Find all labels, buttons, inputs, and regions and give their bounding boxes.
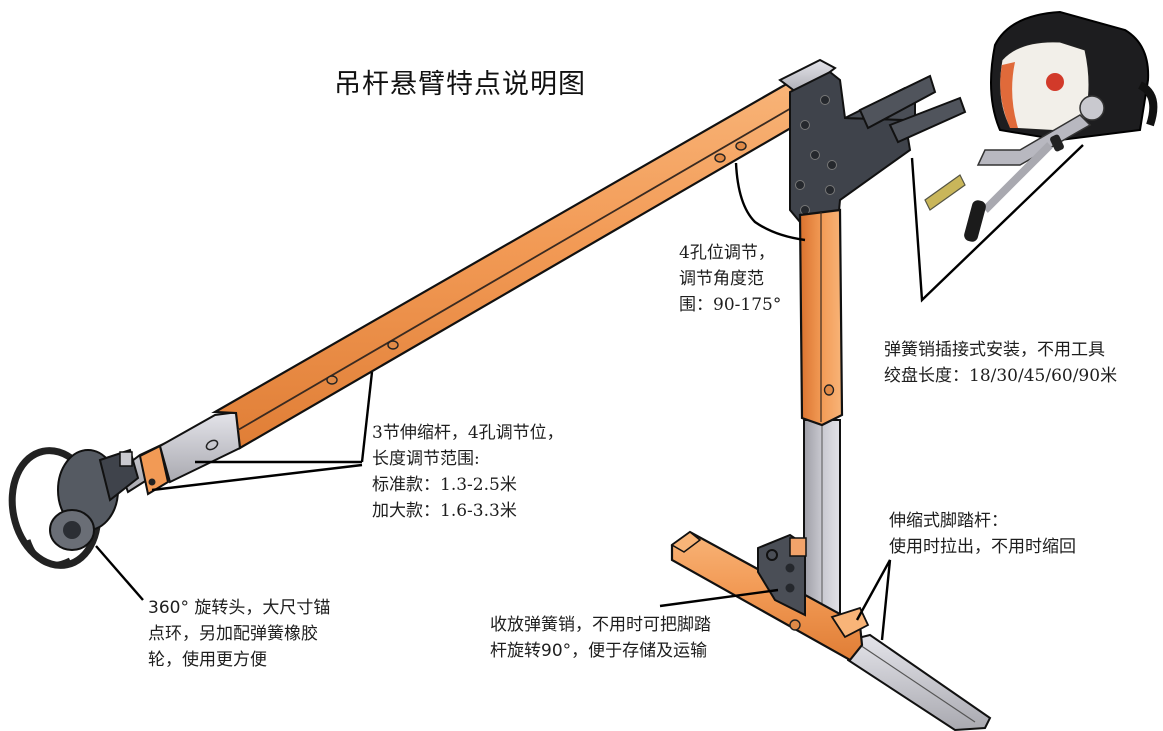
base-foot-bar <box>670 530 992 731</box>
callout-head-line <box>95 545 144 601</box>
callout-foot-line <box>855 559 892 641</box>
swivel-pulley-head <box>8 447 140 569</box>
callout-winch-line <box>910 144 1084 303</box>
annotation-line: 加大款：1.6-3.3米 <box>372 501 517 521</box>
annotation-line: 使用时拉出，不用时缩回 <box>889 537 1076 557</box>
annotation-line: 伸缩式脚踏杆： <box>889 511 1008 531</box>
annotation-line: 3节伸缩杆，4孔调节位， <box>372 423 564 443</box>
annotation-line: 弹簧销插接式安装，不用工具 <box>884 340 1105 360</box>
annotation-line: 收放弹簧销，不用时可把脚踏 <box>490 615 711 635</box>
diagram-title: 吊杆悬臂特点说明图 <box>334 69 586 100</box>
annotation-line: 调节角度范 <box>679 269 764 289</box>
annotation-line: 长度调节范围: <box>372 449 480 469</box>
annotation-swivel-head: 360° 旋转头，大尺寸锚 点环，另加配弹簧橡胶 轮，使用更方便 <box>148 595 330 673</box>
annotation-foot-bar: 伸缩式脚踏杆： 使用时拉出，不用时缩回 <box>889 508 1076 560</box>
annotation-line: 标准款：1.3-2.5米 <box>372 475 517 495</box>
annotation-line: 杆旋转90°，便于存储及运输 <box>490 641 708 661</box>
annotation-line: 4孔位调节， <box>679 243 775 263</box>
pivot-bracket <box>789 70 967 223</box>
callout-boom-line-3 <box>151 463 363 492</box>
annotation-telescopic-boom: 3节伸缩杆，4孔调节位， 长度调节范围: 标准款：1.3-2.5米 加大款：1.… <box>372 420 564 524</box>
annotation-winch-mount: 弹簧销插接式安装，不用工具 绞盘长度：18/30/45/60/90米 <box>884 337 1117 389</box>
annotation-line: 360° 旋转头，大尺寸锚 <box>148 598 331 618</box>
annotation-line: 围：90-175° <box>679 295 782 315</box>
callout-boom-line-1 <box>360 371 374 463</box>
fall-arrest-winch <box>924 10 1158 242</box>
annotation-line: 点环，另加配弹簧橡胶 <box>148 624 318 644</box>
annotation-line: 绞盘长度：18/30/45/60/90米 <box>884 366 1118 386</box>
annotation-storage-pin: 收放弹簧销，不用时可把脚踏 杆旋转90°，便于存储及运输 <box>490 612 711 664</box>
annotation-line: 轮，使用更方便 <box>148 650 267 670</box>
callout-pivot-line <box>734 162 806 242</box>
vertical-mast <box>798 208 844 621</box>
callout-lines <box>95 144 1084 641</box>
annotation-pivot-adjust: 4孔位调节， 调节角度范 围：90-175° <box>679 240 781 318</box>
callout-pin-line <box>659 588 779 608</box>
